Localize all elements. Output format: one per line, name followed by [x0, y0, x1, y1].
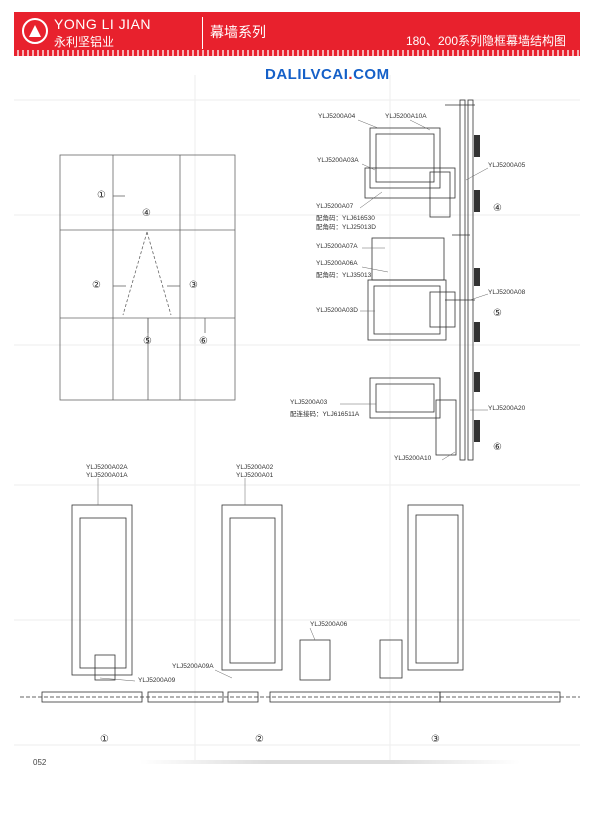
label-a03d: YLJ5200A03D [316, 307, 358, 314]
label-a10a: YLJ5200A10A [385, 113, 427, 120]
section-marker-4: ④ [493, 203, 502, 214]
label-a07: YLJ5200A07 [316, 203, 354, 210]
label-pj2: 配角码：YLJ25013D [316, 224, 376, 231]
marker-1: ① [97, 190, 106, 201]
header-divider [202, 17, 203, 49]
watermark-dot: . [348, 66, 354, 83]
footer-band [140, 760, 520, 764]
brand-name-small: 永利坚 [19, 54, 38, 60]
brand-name-cn: 永利坚铝业 [54, 35, 115, 49]
label-a01a: YLJ5200A01A [86, 472, 128, 479]
facade-elevation [59, 154, 236, 401]
brand-name-en: YONG LI JIAN [54, 16, 152, 32]
label-a10: YLJ5200A10 [394, 455, 432, 462]
page-number: 052 [33, 758, 47, 767]
watermark-text: DALILVCAI.COM [265, 66, 390, 83]
plan-marker-2: ② [255, 734, 264, 745]
label-a03: YLJ5200A03 [290, 399, 328, 406]
watermark-part1: DALILVCAI [265, 66, 349, 83]
watermark-part3: COM [353, 66, 390, 83]
label-a02: YLJ5200A02 [236, 464, 274, 471]
label-a20: YLJ5200A20 [488, 405, 526, 412]
section-leaders [340, 119, 489, 461]
label-a04: YLJ5200A04 [318, 113, 356, 120]
marker-5: ⑤ [143, 336, 152, 347]
page-header: YONG LI JIAN 永利坚铝业 永利坚 幕墙系列 180、200系列隐框幕… [14, 12, 580, 60]
label-a08: YLJ5200A08 [488, 289, 526, 296]
label-pj3: 配角码：YLJ35013 [316, 272, 372, 279]
label-pj4: 配连接码：YLJ616511A [290, 411, 360, 418]
plan-marker-3: ③ [431, 734, 440, 745]
section-marker-6: ⑥ [493, 442, 502, 453]
marker-2: ② [92, 280, 101, 291]
label-a09: YLJ5200A09 [138, 677, 176, 684]
label-a07a: YLJ5200A07A [316, 243, 358, 250]
series-name: 幕墙系列 [210, 24, 266, 40]
header-stripe [14, 50, 580, 56]
label-pj1: 配角码：YLJ616530 [316, 215, 375, 222]
background-grid [14, 75, 580, 760]
label-a02a: YLJ5200A02A [86, 464, 128, 471]
label-a09a: YLJ5200A09A [172, 663, 214, 670]
label-a05: YLJ5200A05 [488, 162, 526, 169]
marker-3: ③ [189, 280, 198, 291]
marker-6: ⑥ [199, 336, 208, 347]
plan-marker-1: ① [100, 734, 109, 745]
label-a01: YLJ5200A01 [236, 472, 274, 479]
page-title: 180、200系列隐框幕墙结构图 [405, 34, 566, 48]
label-a06: YLJ5200A06 [310, 621, 348, 628]
vertical-section [364, 99, 475, 461]
horizontal-sections [20, 504, 580, 703]
section-marker-5: ⑤ [493, 308, 502, 319]
label-a06a: YLJ5200A06A [316, 260, 358, 267]
section-gaskets [474, 135, 480, 442]
marker-4: ④ [142, 208, 151, 219]
brand-logo-icon [22, 18, 48, 44]
plan-leaders [97, 478, 316, 682]
label-a03a: YLJ5200A03A [317, 157, 359, 164]
